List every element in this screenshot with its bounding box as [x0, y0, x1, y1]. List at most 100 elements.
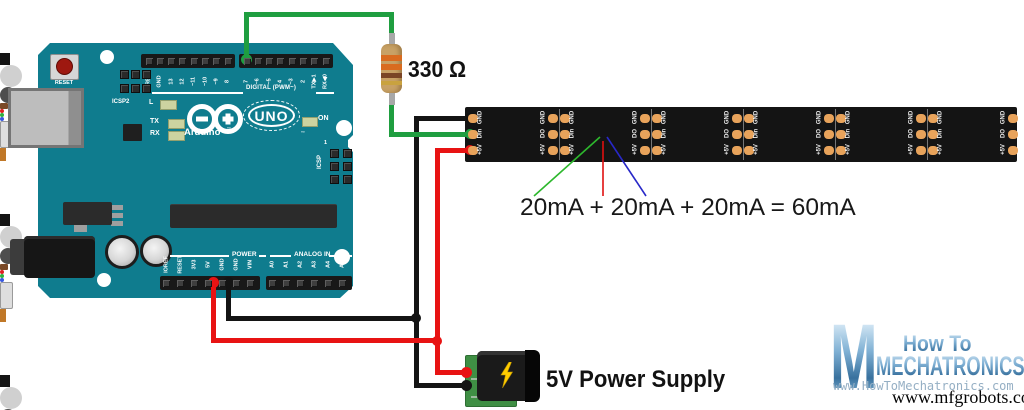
led-tx [168, 119, 185, 129]
digital-pin-label: 13 [168, 77, 175, 85]
digital-pin [224, 57, 232, 65]
capacitor [105, 235, 139, 269]
atmega-chip [170, 204, 337, 228]
analog-pin [297, 279, 304, 287]
digital-pin [145, 57, 153, 65]
strip-cut-line [559, 109, 561, 160]
analog-pin [269, 279, 276, 287]
logo-line1: How To [903, 331, 972, 356]
solder-pad [916, 129, 926, 139]
power-wire-segment [434, 147, 471, 153]
ground-wire-segment [413, 116, 419, 387]
solder-pad [652, 129, 662, 139]
ground-wire-segment [413, 382, 467, 388]
logo-url: www.HowToMechatronics.com [833, 379, 1014, 393]
digital-pin [254, 57, 262, 65]
strip-cut-line [743, 109, 745, 160]
uno-badge-outer [243, 100, 300, 131]
strip-cut-line [651, 109, 653, 160]
analog-pin-label: A2 [297, 260, 303, 268]
usb-interface-chip [123, 124, 142, 141]
icsp2-pin [120, 84, 129, 93]
solder-pad [836, 113, 846, 123]
solder-pad [928, 145, 938, 155]
solder-pad [824, 113, 834, 123]
analog-pin [311, 279, 318, 287]
data-wire-segment [389, 132, 470, 137]
ws2812b-led-chip [0, 264, 8, 270]
led-l [160, 100, 177, 110]
resistor-lead [388, 90, 395, 105]
psu-positive-terminal-dot [460, 366, 472, 378]
strip-pad-out-label: +5V [908, 143, 915, 155]
power-pin [177, 279, 184, 287]
solder-pad [928, 129, 938, 139]
solder-pad [640, 129, 650, 139]
voltage-regulator-tab [111, 221, 123, 226]
power-bracket-line [259, 255, 266, 257]
resistor-band-gold [381, 81, 402, 85]
data-direction-arrow-head [0, 3, 6, 11]
psu-label: 5V Power Supply [546, 366, 726, 393]
current-sum-note: 20mA + 20mA + 20mA = 60mA [520, 194, 856, 221]
digital-pin [311, 57, 319, 65]
data-wire-segment [244, 12, 249, 60]
led-l-label: L [149, 99, 154, 106]
icsp2-pin [142, 84, 151, 93]
psu-negative-terminal-dot [460, 380, 472, 391]
power-jack-barrel [10, 239, 28, 275]
solder-pad [1008, 113, 1018, 123]
mounting-hole [336, 120, 352, 136]
solder-pad [732, 129, 742, 139]
power-wire-segment [210, 282, 216, 343]
ws2812b-led-notch [0, 214, 10, 220]
solder-pad [1008, 145, 1018, 155]
analog-bracket-line [270, 255, 291, 257]
usb-connector [8, 88, 84, 148]
solder-pad [652, 113, 662, 123]
digital-caption: DIGITAL (PWM~) [246, 85, 297, 91]
power-wire-segment [210, 338, 440, 343]
strip-capacitor-core [0, 309, 6, 322]
ws2812b-led-ring [0, 387, 22, 409]
analog-pin [325, 279, 332, 287]
digital-pin-label: 7 [243, 79, 250, 83]
strip-cut-line [927, 109, 929, 160]
mounting-hole [100, 50, 114, 64]
analog-pin-label: A4 [325, 260, 331, 268]
led-tx-label: TX [150, 118, 159, 125]
digital-pin [190, 57, 198, 65]
ws2812b-led-notch [0, 375, 10, 381]
icsp-pin1-label: 1 [324, 140, 328, 146]
ws2812b-led-body [0, 11, 34, 53]
digital-pin-label: 8 [224, 79, 231, 83]
analog-pin-label: A0 [269, 260, 275, 268]
strip-pad-in-label: +5V [753, 143, 760, 155]
power-caption: POWER [232, 251, 257, 258]
blue-die-dot [0, 117, 4, 121]
icsp-pin [330, 175, 339, 184]
trademark-symbol: ™ [227, 126, 231, 131]
analog-pin-label: A1 [283, 260, 289, 268]
digital-pin-label: ~9 [213, 77, 220, 85]
resistor-value-label: 330 Ω [408, 56, 467, 82]
icsp2-pin [131, 70, 140, 79]
power-junction-dot [432, 335, 442, 346]
resistor-band-orange [381, 64, 402, 70]
watermark-text: www.mfgrobots.com [892, 387, 1024, 407]
ws2812b-led-body [0, 333, 34, 375]
analog-caption: ANALOG IN [294, 251, 331, 258]
ws2812b-led-notch [0, 59, 10, 65]
analog-pin [339, 279, 346, 287]
digital-pin [277, 57, 285, 65]
lightning-bolt-icon [500, 362, 514, 389]
solder-pad [560, 145, 570, 155]
digital-pin-label: 2 [300, 79, 306, 83]
digital-pin [300, 57, 307, 65]
icsp-pin [343, 162, 352, 171]
resistor-band-orange [381, 55, 402, 61]
solder-pad [468, 113, 478, 123]
mounting-hole [97, 273, 111, 287]
power-pin [191, 279, 198, 287]
data-wire-segment [244, 12, 394, 17]
